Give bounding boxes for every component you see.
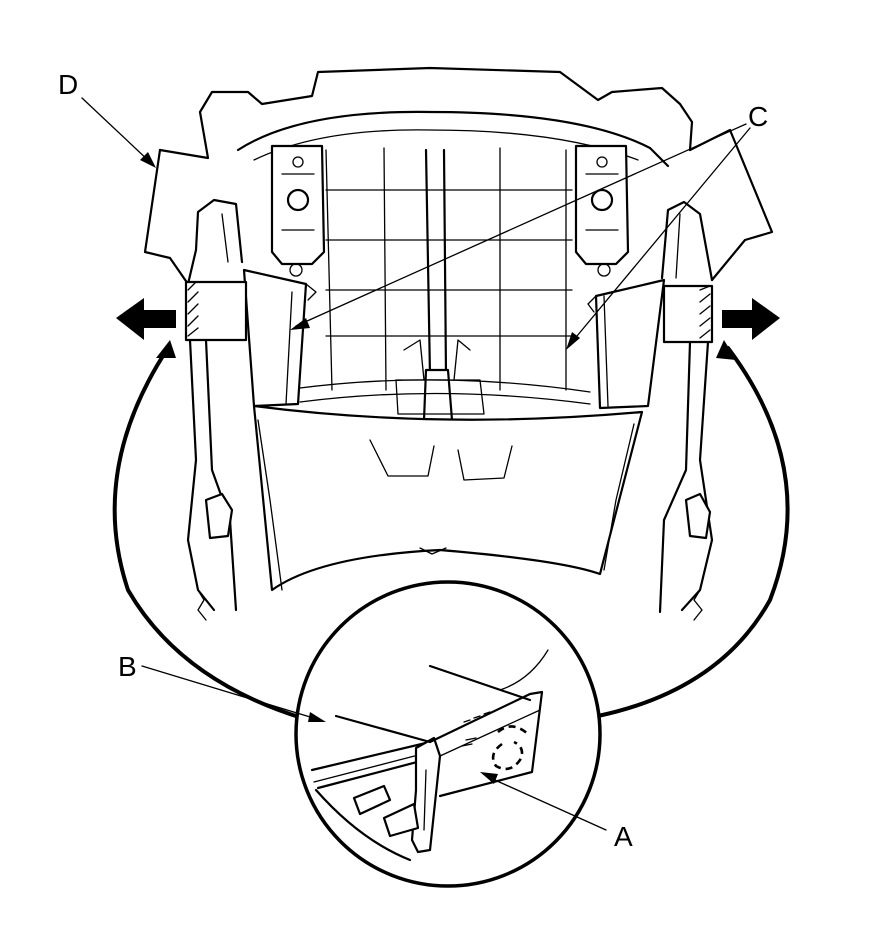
- seat-back-frame: [299, 147, 591, 422]
- headrest-guide-right: [574, 144, 630, 277]
- callout-c: C: [748, 101, 768, 132]
- lower-cover-panel: [252, 404, 644, 592]
- detail-circle: [294, 580, 602, 888]
- callout-b: B: [118, 651, 137, 682]
- callout-a: A: [614, 821, 633, 852]
- callout-d: D: [58, 69, 78, 100]
- side-cover-left: [242, 268, 317, 408]
- detail-link-arcs: [112, 340, 790, 720]
- leader-lines: [81, 97, 751, 831]
- pull-right-arrow-icon: [722, 298, 780, 340]
- seat-frame-outline: [143, 66, 774, 621]
- pull-left-arrow-icon: [116, 298, 176, 340]
- strap-left: [184, 280, 248, 342]
- strap-right: [662, 284, 714, 344]
- headrest-guide-left: [270, 144, 326, 277]
- side-cover-right: [587, 278, 666, 410]
